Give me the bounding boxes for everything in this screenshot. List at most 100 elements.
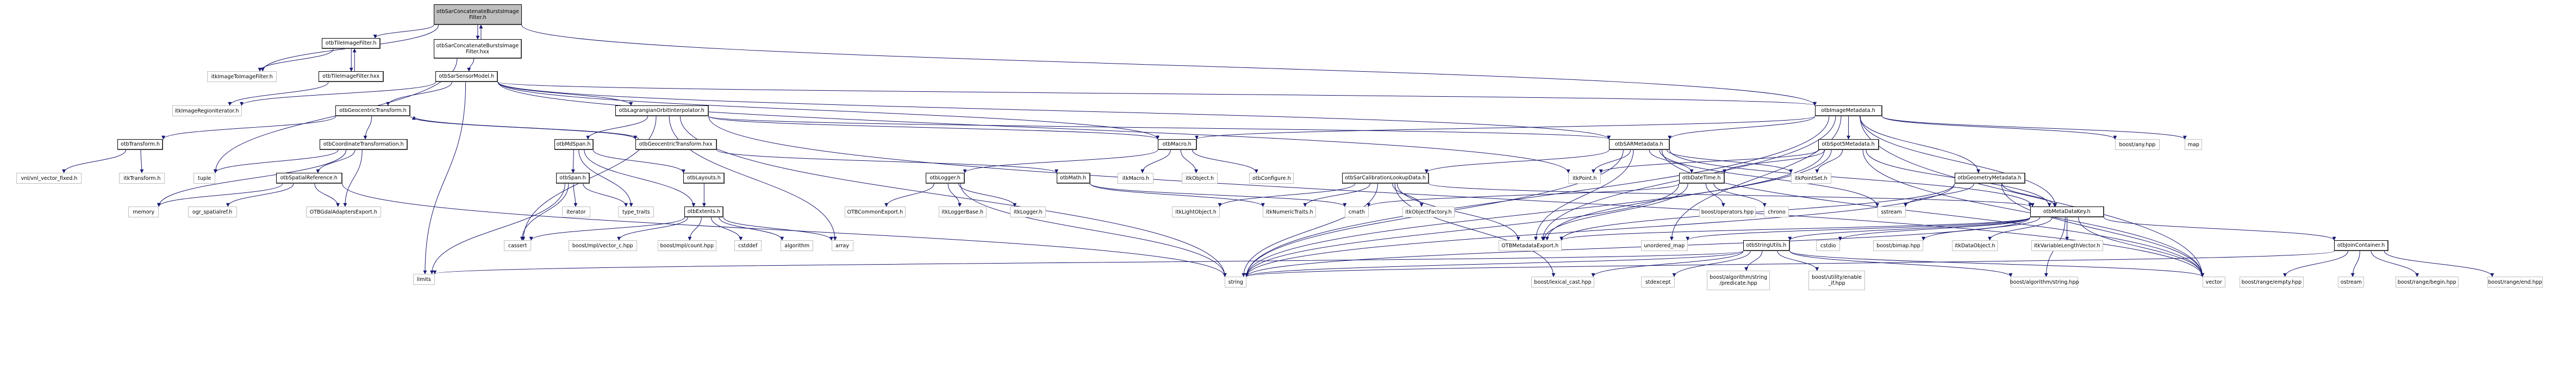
node-otbconfigure-h: otbConfigure.h — [1249, 173, 1294, 184]
node-otbgeometrymetadata-h[interactable]: otbGeometryMetadata.h — [1954, 173, 2025, 184]
node-boost-algorithm-string-predicate-hpp: boost/algorithm/string /predicate.hpp — [1707, 271, 1770, 290]
node-map: map — [2185, 139, 2203, 150]
node-itklogger-h: itkLogger.h — [1010, 207, 1046, 217]
edge-lagrangian-to-otbMacro — [708, 116, 1159, 140]
node-ogr-spatialref-h: ogr_spatialref.h — [188, 207, 237, 217]
edge-span-to-limits — [430, 183, 565, 274]
edge-sarCalib-to-itkObjectFactory — [1392, 183, 1424, 207]
edge-joinContainer-to-rangeBegin — [2371, 251, 2419, 277]
edge-joinContainer-to-rangeEnd — [2384, 251, 2494, 277]
node-otbsarsensormodel-h[interactable]: otbSarSensorModel.h — [435, 71, 498, 82]
node-vnl-vnl-vector-fixed-h: vnl/vnl_vector_fixed.h — [16, 173, 82, 184]
edge-coordTransform-to-memory — [157, 149, 347, 207]
edge-geomMetadata-to-vector — [2001, 183, 2205, 277]
node-otbjoincontainer-h[interactable]: otbJoinContainer.h — [2334, 240, 2389, 251]
node-otbspan-h[interactable]: otbSpan.h — [556, 173, 590, 184]
edge-root-to-imageMetadata — [521, 24, 1817, 106]
node-otbgeocentrictransform-hxx[interactable]: otbGeocentricTransform.hxx — [635, 139, 717, 150]
node-itkmacro-h: itkMacro.h — [1118, 173, 1154, 184]
edge-geomMetadata-to-sstream — [1904, 183, 1974, 207]
edge-lagrangian-to-sarMetadata — [708, 116, 1611, 140]
node-otbtransform-h[interactable]: otbTransform.h — [117, 139, 164, 150]
edge-spatialRef-to-gdalAdaptersExport — [314, 183, 340, 207]
node-otbgeocentrictransform-h[interactable]: otbGeocentricTransform.h — [335, 105, 411, 116]
node-otbsarcalibrationlookupdata-h[interactable]: otbSarCalibrationLookupData.h — [1342, 173, 1429, 184]
edge-tileFilterHxx-to-itkImageRegionIterator — [228, 82, 329, 106]
edge-sarSensorModel-to-otbMacro — [497, 82, 1159, 140]
node-string: string — [1225, 277, 1247, 287]
edge-sarSensorModel-to-itkImageRegionIterator — [240, 82, 436, 106]
node-boost-range-begin-hpp: boost/range/begin.hpp — [2395, 277, 2459, 287]
edge-sarSensorModel-to-sarMetadata — [497, 82, 1611, 140]
edge-imageMetadata-to-otbMacro — [1195, 116, 1816, 140]
edge-span-to-cassert — [520, 183, 569, 241]
edge-geocentricTransformH-to-coordTransform — [363, 116, 372, 140]
node-otbspot5metadata-h[interactable]: otbSpot5Metadata.h — [1818, 139, 1879, 150]
node-otbsarconcatenateburstsimage-filter-h[interactable]: otbSarConcatenateBurstsImage Filter.h — [433, 4, 522, 25]
node-otbsarconcatenateburstsimage-filter-hxx[interactable]: otbSarConcatenateBurstsImage Filter.hxx — [433, 39, 522, 59]
edge-spot5-to-dateTime — [1723, 149, 1825, 173]
node-otbimagemetadata-h[interactable]: otbImageMetadata.h — [1814, 105, 1882, 116]
edge-sarMetadata-to-dateTime — [1649, 149, 1694, 173]
node-otblagrangianorbitinterpolator-h[interactable]: otbLagrangianOrbitInterpolator.h — [615, 105, 709, 116]
edge-sarCalib-to-metadataExport — [1396, 183, 1520, 241]
node-otbtileimagefilter-h[interactable]: otbTileImageFilter.h — [322, 38, 381, 49]
edge-stringUtils-to-stdexcept — [1672, 251, 1751, 277]
edge-mdspan-to-layouts — [593, 149, 685, 173]
node-otbmdspan-h[interactable]: otbMdSpan.h — [554, 139, 594, 150]
edge-stringUtils-to-enableIf — [1777, 251, 1819, 271]
edge-metaDataKey-to-metadataExport — [1560, 217, 2031, 241]
edge-imageMetadata-to-vector — [1860, 116, 2205, 277]
edge-stringUtils-to-limits — [433, 251, 1744, 274]
edge-sarMetadata-to-itkPoint — [1591, 149, 1631, 173]
edge-geocentricTransformH-to-otbTransform — [161, 116, 336, 140]
node-otbmath-h[interactable]: otbMath.h — [1056, 173, 1090, 184]
node-iterator: iterator — [562, 207, 590, 217]
node-otbstringutils-h[interactable]: otbStringUtils.h — [1743, 240, 1790, 251]
edge-root-to-tileFilterH — [373, 24, 434, 39]
edge-geocentricHxx-to-geocentricTransformH — [412, 116, 639, 140]
node-otblogger-h[interactable]: otbLogger.h — [926, 173, 965, 184]
edge-spot5-to-metadataExport — [1545, 149, 1832, 241]
edge-imageMetadata-to-geomMetadata — [1860, 116, 1981, 173]
node-otbsarmetadata-h[interactable]: otbSARMetadata.h — [1608, 139, 1670, 150]
node-vector: vector — [2202, 277, 2225, 287]
edge-metaDataKey-to-unorderedMap — [1686, 217, 2031, 241]
edge-joinContainer-to-string — [1245, 251, 2335, 277]
edge-span-to-typeTraits — [583, 183, 628, 207]
edge-lagrangian-to-mdspan — [586, 116, 648, 140]
node-otbcoordinatetransformation-h[interactable]: otbCoordinateTransformation.h — [320, 139, 408, 150]
edge-dateTime-to-cmath — [1367, 183, 1680, 207]
node-otbdatetime-h[interactable]: otbDateTime.h — [1679, 173, 1725, 184]
edge-spot5-to-string — [1244, 149, 1825, 277]
node-otbspatialreference-h[interactable]: otbSpatialReference.h — [276, 173, 342, 184]
edge-imageMetadata-to-map — [1882, 116, 2187, 140]
edge-coordTransform-to-spatialRef — [316, 149, 355, 173]
edge-imageMetadata-to-metaDataKey — [1860, 116, 2057, 207]
edge-sarCalib-to-itkLightObject — [1218, 183, 1356, 207]
edge-imageMetadata-to-sarMetadata — [1668, 116, 1816, 140]
node-chrono: chrono — [1764, 207, 1789, 217]
edge-dateTime-to-chrono — [1713, 183, 1767, 207]
node-boost-range-empty-hpp: boost/range/empty.hpp — [2239, 277, 2304, 287]
node-memory: memory — [128, 207, 159, 217]
edge-geomMetadata-to-string — [1244, 183, 1955, 277]
edge-tileFilterH-to-itkImageToImageFilter — [258, 48, 334, 72]
node-otbtileimagefilter-hxx[interactable]: otbTileImageFilter.hxx — [319, 71, 384, 82]
edge-lagrangian-to-vector — [708, 116, 2205, 277]
edge-extents-to-cassert — [529, 217, 685, 241]
node-boost-bimap-hpp: boost/bimap.hpp — [1873, 240, 1924, 251]
edge-dateTime-to-metadataExport — [1542, 183, 1688, 241]
edge-sarMetadata-to-metaDataKey — [1669, 149, 2035, 207]
node-otbmacro-h[interactable]: otbMacro.h — [1157, 139, 1197, 150]
node-itkdataobject-h: itkDataObject.h — [1952, 240, 1998, 251]
node-otblayouts-h[interactable]: otbLayouts.h — [683, 173, 725, 184]
edge-spatialRef-to-memory — [157, 183, 283, 207]
edge-geocentricHxx-to-math — [716, 149, 1058, 173]
edge-sarConcatHxx-to-sarSensorModel — [467, 58, 475, 72]
node-otbmetadatakey-h[interactable]: otbMetaDataKey.h — [2030, 207, 2104, 217]
edge-otbTransform-to-itkTransform — [140, 149, 144, 173]
edge-stringUtils-to-algoStringPredicate — [1744, 251, 1763, 271]
edge-extents-to-array — [723, 217, 833, 241]
node-otbextents-h[interactable]: otbExtents.h — [684, 207, 724, 217]
